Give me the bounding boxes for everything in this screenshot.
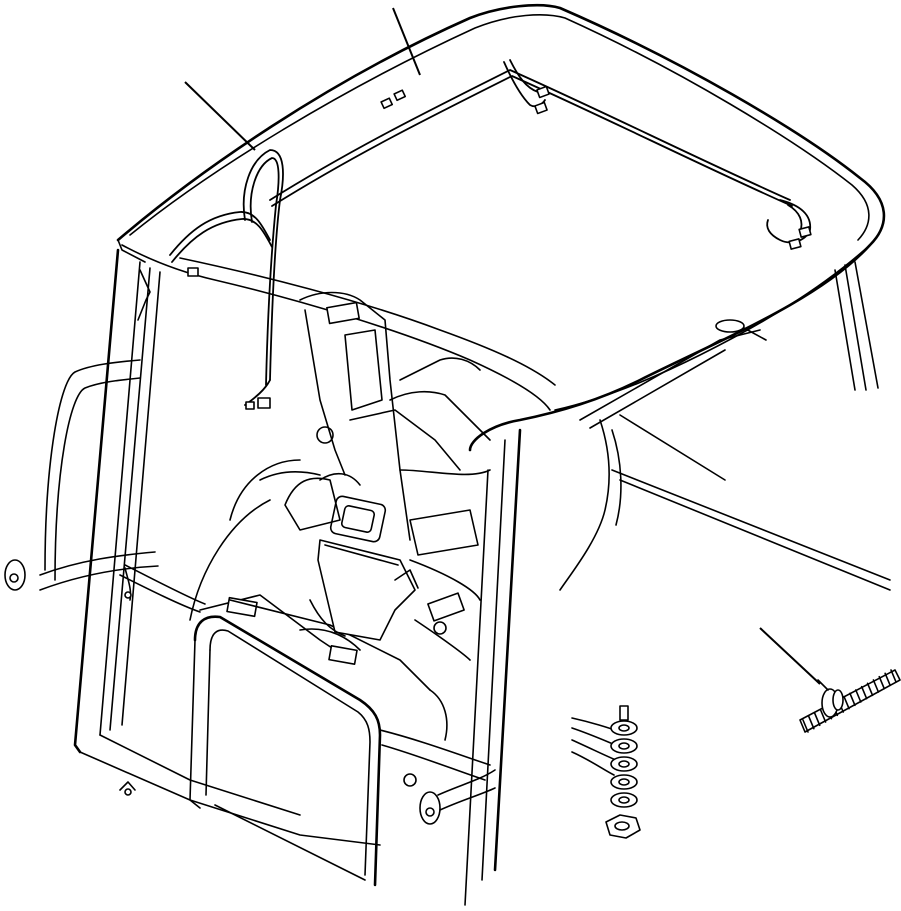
washer-hole — [618, 760, 630, 768]
callout-leader-1 — [184, 81, 256, 151]
washer — [610, 738, 638, 754]
rod-thread — [878, 675, 886, 690]
rod-thread — [866, 682, 874, 697]
washer-hole — [618, 742, 630, 750]
callout-leader-2 — [392, 7, 421, 76]
front-window-frame — [189, 615, 382, 887]
washer — [610, 792, 638, 808]
mounting-clips — [119, 567, 136, 796]
wiring-harness — [169, 59, 812, 410]
threaded-rod — [799, 669, 901, 733]
rod-thread — [802, 719, 809, 733]
rod-thread — [890, 669, 897, 683]
washer-hole — [618, 724, 630, 732]
callout-leaders — [184, 7, 821, 685]
washer-stack — [571, 705, 638, 808]
washer-hole — [618, 778, 630, 786]
washer — [610, 774, 638, 790]
washer-hole — [618, 796, 630, 804]
cab-roof — [116, 3, 886, 452]
rod-thread — [808, 715, 815, 730]
rod-thread — [813, 712, 821, 727]
rear-window-frame — [379, 414, 891, 825]
dashboard-console — [189, 291, 491, 787]
washer — [610, 756, 638, 772]
nut — [605, 814, 641, 839]
rod-thread — [843, 695, 850, 710]
steering-column — [284, 477, 419, 641]
rod-thread — [854, 689, 862, 703]
callout-leader-3 — [759, 627, 821, 685]
cab-frame — [73, 248, 879, 906]
rod-thread — [872, 679, 880, 693]
rod-thread — [819, 709, 827, 723]
rod-thread — [849, 692, 856, 707]
rod-thread — [884, 672, 891, 687]
door-hinge — [4, 359, 206, 613]
rod-thread — [860, 685, 868, 700]
washer — [610, 720, 638, 736]
